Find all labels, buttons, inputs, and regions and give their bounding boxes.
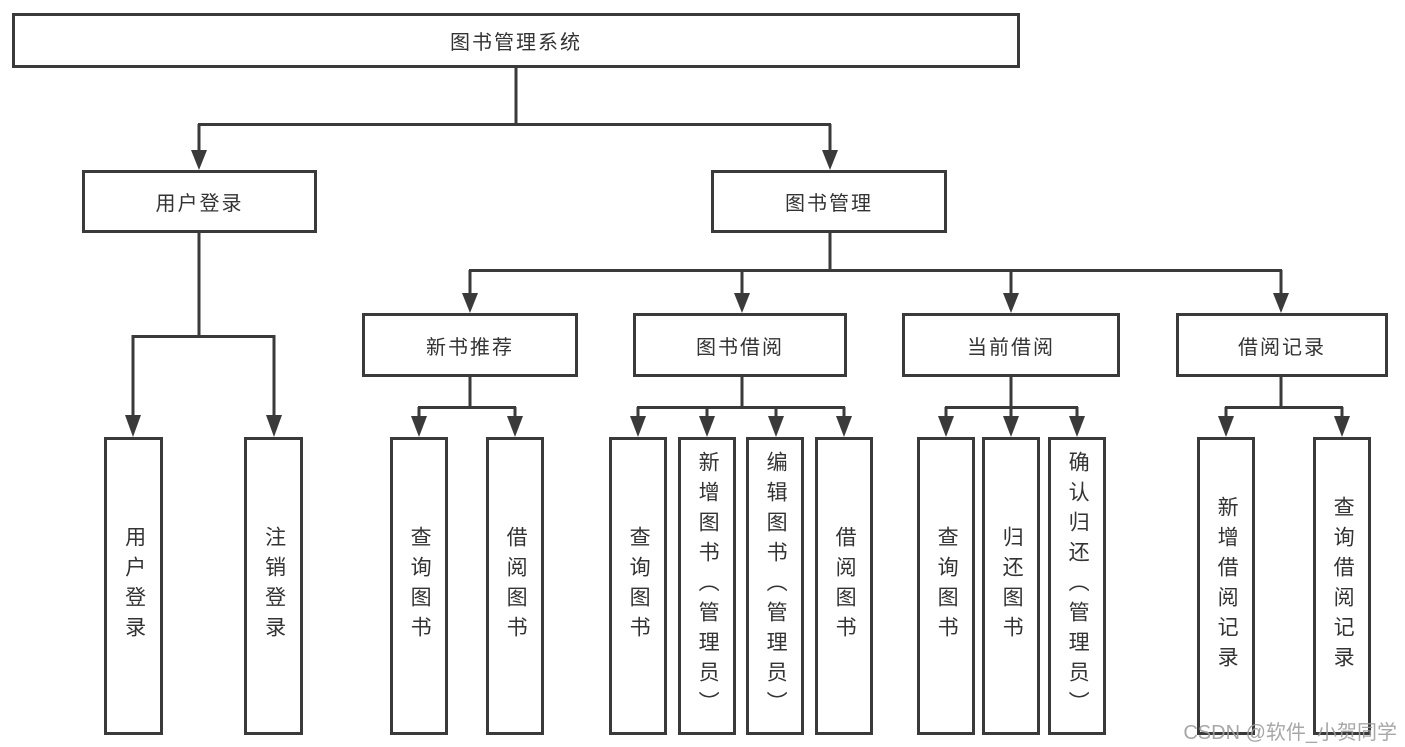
leaf-add-borrow-record: 新增借阅记录 xyxy=(1197,437,1255,735)
leaf-query-borrow-record: 查询借阅记录 xyxy=(1313,437,1371,735)
node-label: 查询借阅记录 xyxy=(1331,496,1355,676)
leaf-query-books-borrow: 查询图书 xyxy=(609,437,667,735)
arrow-down-icon xyxy=(1334,416,1350,437)
leaf-edit-book-admin: 编辑图书（管理员） xyxy=(746,437,804,735)
node-label: 新书推荐 xyxy=(426,336,514,359)
node-label: 当前借阅 xyxy=(967,336,1055,359)
leaf-add-book-admin: 新增图书（管理员） xyxy=(678,437,736,735)
node-label: 用户登录 xyxy=(155,193,244,215)
node-library-system: 图书管理系统 xyxy=(12,13,1020,68)
node-label: 图书管理系统 xyxy=(450,32,582,54)
node-label: 确认归还（管理员） xyxy=(1066,451,1090,721)
node-user-login: 用户登录 xyxy=(82,170,317,233)
arrow-down-icon xyxy=(507,416,523,437)
node-label: 用户登录 xyxy=(122,526,146,646)
arrow-down-icon xyxy=(191,150,207,170)
node-label: 借阅图书 xyxy=(833,526,857,646)
leaf-return-books: 归还图书 xyxy=(982,437,1040,735)
arrow-down-icon xyxy=(836,416,852,437)
node-new-book-recommend: 新书推荐 xyxy=(362,313,578,377)
arrow-down-icon xyxy=(734,293,750,313)
connector-line xyxy=(131,68,1344,420)
arrow-down-icon xyxy=(1003,416,1019,437)
csdn-watermark: CSDN @软件_小贺同学 xyxy=(1183,722,1397,744)
node-book-borrow: 图书借阅 xyxy=(633,313,847,377)
leaf-user-login: 用户登录 xyxy=(104,437,163,735)
arrow-down-icon xyxy=(266,415,282,437)
node-label: 图书管理 xyxy=(785,193,873,215)
node-borrow-records: 借阅记录 xyxy=(1176,313,1388,377)
node-label: 查询图书 xyxy=(408,526,432,646)
arrow-down-icon xyxy=(938,416,954,437)
leaf-confirm-return-admin: 确认归还（管理员） xyxy=(1048,437,1106,735)
leaf-query-books-current: 查询图书 xyxy=(917,437,975,735)
node-label: 借阅记录 xyxy=(1238,336,1326,359)
arrow-down-icon xyxy=(630,416,646,437)
node-label: 图书借阅 xyxy=(696,336,784,359)
node-label: 归还图书 xyxy=(1000,526,1024,646)
leaf-borrow-books-recommend: 借阅图书 xyxy=(486,437,544,735)
node-current-borrow: 当前借阅 xyxy=(902,313,1120,377)
node-label: 注销登录 xyxy=(262,526,286,646)
leaf-query-books-recommend: 查询图书 xyxy=(390,437,448,735)
node-label: 查询图书 xyxy=(627,526,651,646)
leaf-logout: 注销登录 xyxy=(244,437,303,735)
node-label: 新增图书（管理员） xyxy=(696,451,720,721)
arrow-down-icon xyxy=(1069,416,1085,437)
arrow-down-icon xyxy=(699,416,715,437)
arrow-down-icon xyxy=(125,415,141,437)
arrow-down-icon xyxy=(462,293,478,313)
arrow-down-icon xyxy=(411,416,427,437)
node-label: 查询图书 xyxy=(935,526,959,646)
arrow-down-icon xyxy=(768,416,784,437)
arrow-down-icon xyxy=(1273,293,1289,313)
leaf-borrow-books: 借阅图书 xyxy=(815,437,873,735)
node-book-management: 图书管理 xyxy=(711,170,947,233)
arrow-down-icon xyxy=(822,150,838,170)
arrow-down-icon xyxy=(1218,416,1234,437)
node-label: 编辑图书（管理员） xyxy=(764,451,788,721)
arrow-down-icon xyxy=(1003,293,1019,313)
node-label: 新增借阅记录 xyxy=(1215,496,1239,676)
node-label: 借阅图书 xyxy=(504,526,528,646)
